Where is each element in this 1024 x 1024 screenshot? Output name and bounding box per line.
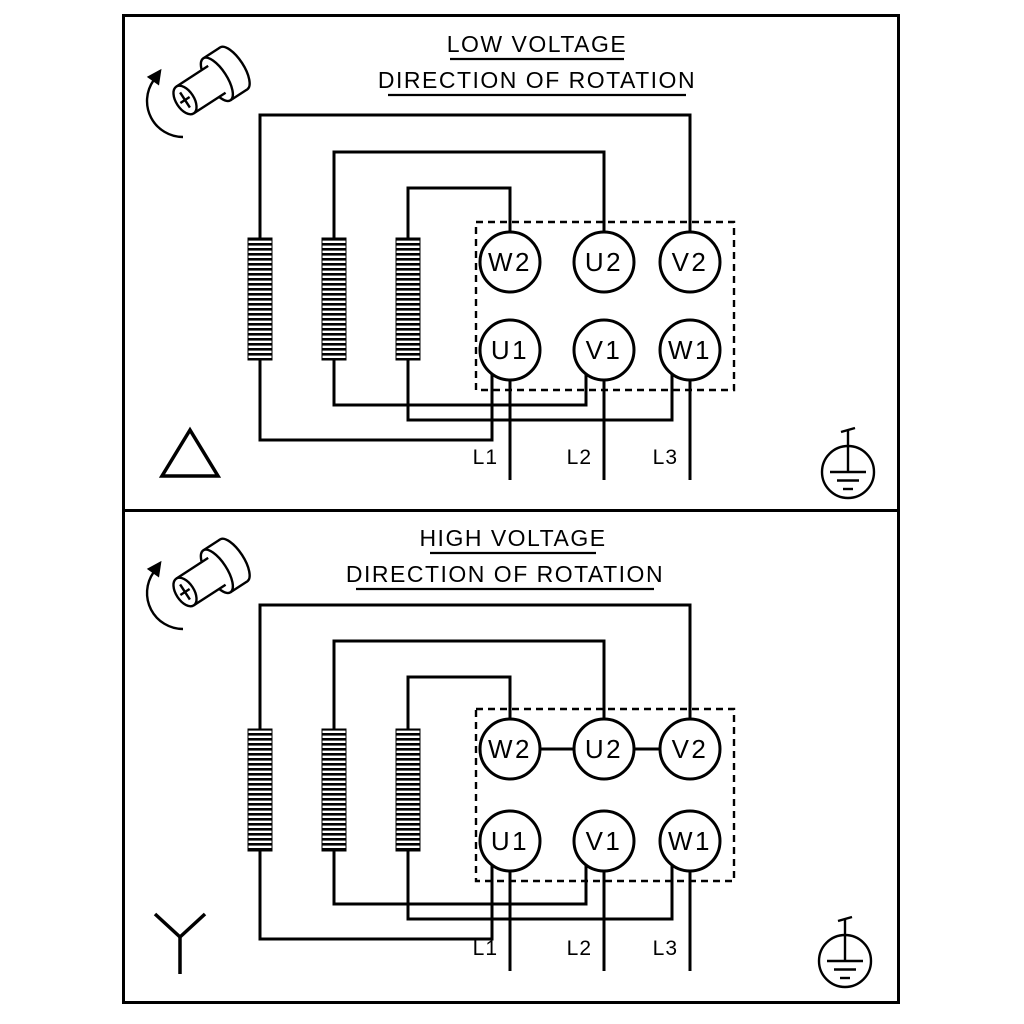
terminal-board-outline: [474, 707, 736, 883]
panel-title: LOW VOLTAGE: [447, 31, 628, 57]
terminal-label: W2: [488, 734, 532, 764]
terminal-label: V2: [672, 247, 709, 277]
ground-lead-tick: [837, 915, 853, 923]
terminal-board: W2 U2 V2 U1 V1 W1: [478, 230, 722, 382]
delta-symbol: [158, 426, 222, 478]
winding-coil: [247, 237, 273, 361]
star-arm-left: [153, 912, 182, 939]
earth-ground-icon: [817, 915, 873, 989]
rotation-arrow-arc: [145, 571, 184, 631]
wire-middle: [332, 639, 606, 906]
terminal-label: U2: [585, 734, 623, 764]
terminal-label: V1: [586, 826, 623, 856]
terminal-label: U1: [491, 826, 529, 856]
shaft-center-mark: [179, 583, 191, 601]
terminal-label: W1: [668, 335, 712, 365]
terminal-circle-v1: [572, 318, 636, 382]
wire-middle: [332, 150, 606, 407]
ground-lead-tick: [840, 426, 856, 434]
terminal-board: W2 U2 V2 U1 V1 W1: [478, 717, 722, 873]
rotation-arrowhead: [146, 560, 162, 578]
shaft-center-mark: [179, 91, 191, 109]
star-arm-right: [178, 912, 207, 939]
terminal-label: W1: [668, 826, 712, 856]
supply-line-labels: L1 L2 L3: [473, 937, 678, 960]
wire-inner: [406, 675, 674, 921]
ground-circle: [820, 444, 876, 500]
motor-shaft-icon: [172, 45, 251, 116]
supply-line-labels: L1 L2 L3: [473, 446, 678, 469]
rotation-arrow-arc: [145, 79, 184, 139]
winding-coil: [321, 728, 347, 852]
rotation-indicator-icon: [145, 45, 251, 139]
terminal-label: V2: [672, 734, 709, 764]
shaft-edge: [175, 556, 209, 580]
panel-high-voltage: HIGH VOLTAGE DIRECTION OF ROTATION: [125, 509, 897, 1001]
delta-triangle: [158, 426, 222, 478]
terminal-circle-u1: [478, 809, 542, 873]
terminal-circle-w2: [478, 230, 542, 294]
ground-circle: [817, 933, 873, 989]
terminal-circle-w1: [658, 318, 722, 382]
winding-coil: [321, 237, 347, 361]
supply-line-label: L2: [567, 446, 592, 469]
terminal-circle-w2: [478, 717, 542, 781]
terminal-circle-v2: [658, 717, 722, 781]
rotation-indicator-icon: [145, 537, 251, 631]
diagram-frame: LOW VOLTAGE DIRECTION OF ROTATION: [122, 14, 900, 1004]
terminal-circle-u2: [572, 717, 636, 781]
supply-line-label: L2: [567, 937, 592, 960]
winding-coil: [395, 237, 421, 361]
motor-shaft-icon: [172, 537, 251, 608]
terminal-circle-v2: [658, 230, 722, 294]
terminal-label: U2: [585, 247, 623, 277]
panel-title: HIGH VOLTAGE: [419, 525, 606, 551]
panel-low-voltage: LOW VOLTAGE DIRECTION OF ROTATION: [125, 17, 897, 509]
terminal-circle-u1: [478, 318, 542, 382]
terminal-label: V1: [586, 335, 623, 365]
terminal-label: U1: [491, 335, 529, 365]
earth-ground-icon: [820, 426, 876, 500]
shaft-edge: [175, 64, 209, 88]
low-voltage-diagram: LOW VOLTAGE DIRECTION OF ROTATION: [145, 31, 876, 500]
winding-coil: [395, 728, 421, 852]
shaft-edge: [193, 583, 227, 607]
supply-line-label: L1: [473, 446, 498, 469]
rotation-arrow-icon: [145, 560, 184, 631]
supply-line-label: L3: [653, 446, 678, 469]
supply-line-label: L3: [653, 937, 678, 960]
motor-windings: [247, 237, 421, 361]
supply-line-label: L1: [473, 937, 498, 960]
shaft-edge: [193, 91, 227, 115]
terminal-board-outline: [474, 220, 736, 392]
rotation-arrowhead: [146, 68, 162, 86]
terminal-label: W2: [488, 247, 532, 277]
panel-subtitle: DIRECTION OF ROTATION: [346, 561, 664, 587]
motor-windings: [247, 728, 421, 852]
panel-subtitle: DIRECTION OF ROTATION: [378, 67, 696, 93]
star-symbol: [153, 912, 207, 974]
rotation-arrow-icon: [145, 68, 184, 139]
terminal-circle-w1: [658, 809, 722, 873]
high-voltage-diagram: HIGH VOLTAGE DIRECTION OF ROTATION: [145, 525, 873, 989]
winding-coil: [247, 728, 273, 852]
terminal-circle-v1: [572, 809, 636, 873]
terminal-circle-u2: [572, 230, 636, 294]
